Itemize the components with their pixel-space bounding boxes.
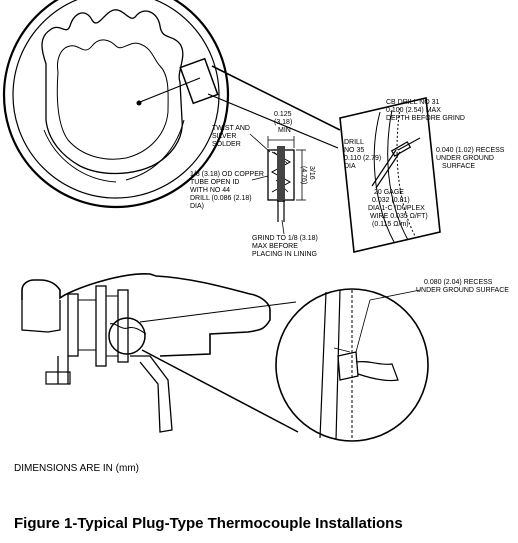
detail-box bbox=[339, 97, 441, 253]
magnified-detail bbox=[275, 288, 429, 442]
annotation-twist-solder: TWIST AND SILVER SOLDER bbox=[212, 125, 252, 148]
figure-caption: Figure 1-Typical Plug-Type Thermocouple … bbox=[14, 515, 403, 532]
annotation-grind: GRIND TO 1/8 (3.18) MAX BEFORE PLACING I… bbox=[252, 235, 320, 258]
lower-assembly bbox=[21, 273, 299, 433]
annotation-drill35: DRILL NO 35 0.110 (2.79) DIA bbox=[344, 139, 383, 170]
annotation-recess-080: 0.080 (2.04) RECESS UNDER GROUND SURFACE bbox=[416, 279, 509, 294]
annotation-gage: 20 GAGE 0.032 (0.81) DIA 1-C (DUPLEX WIR… bbox=[368, 189, 430, 228]
brake-drum-view bbox=[2, 0, 230, 209]
annotation-dim-316: 3/16 (4.76) bbox=[300, 166, 315, 184]
zoom-leader-lines bbox=[207, 65, 341, 149]
annotation-cb-drill: CB DRILL NO 31 0.100 (2.54) MAX DEPTH BE… bbox=[386, 99, 465, 122]
annotation-copper-tube: 1/8 (3.18) OD COPPER TUBE OPEN ID WITH N… bbox=[190, 171, 266, 210]
annotations: TWIST AND SILVER SOLDER 0.125 (3.18) MIN… bbox=[190, 99, 509, 294]
plug-detail bbox=[249, 133, 306, 235]
annotation-recess-040: 0.040 (1.02) RECESS UNDER GROUND SURFACE bbox=[436, 147, 506, 170]
dimensions-note: DIMENSIONS ARE IN (mm) bbox=[14, 463, 140, 474]
annotation-dim-0125: 0.125 (3.18) MIN bbox=[274, 111, 294, 134]
